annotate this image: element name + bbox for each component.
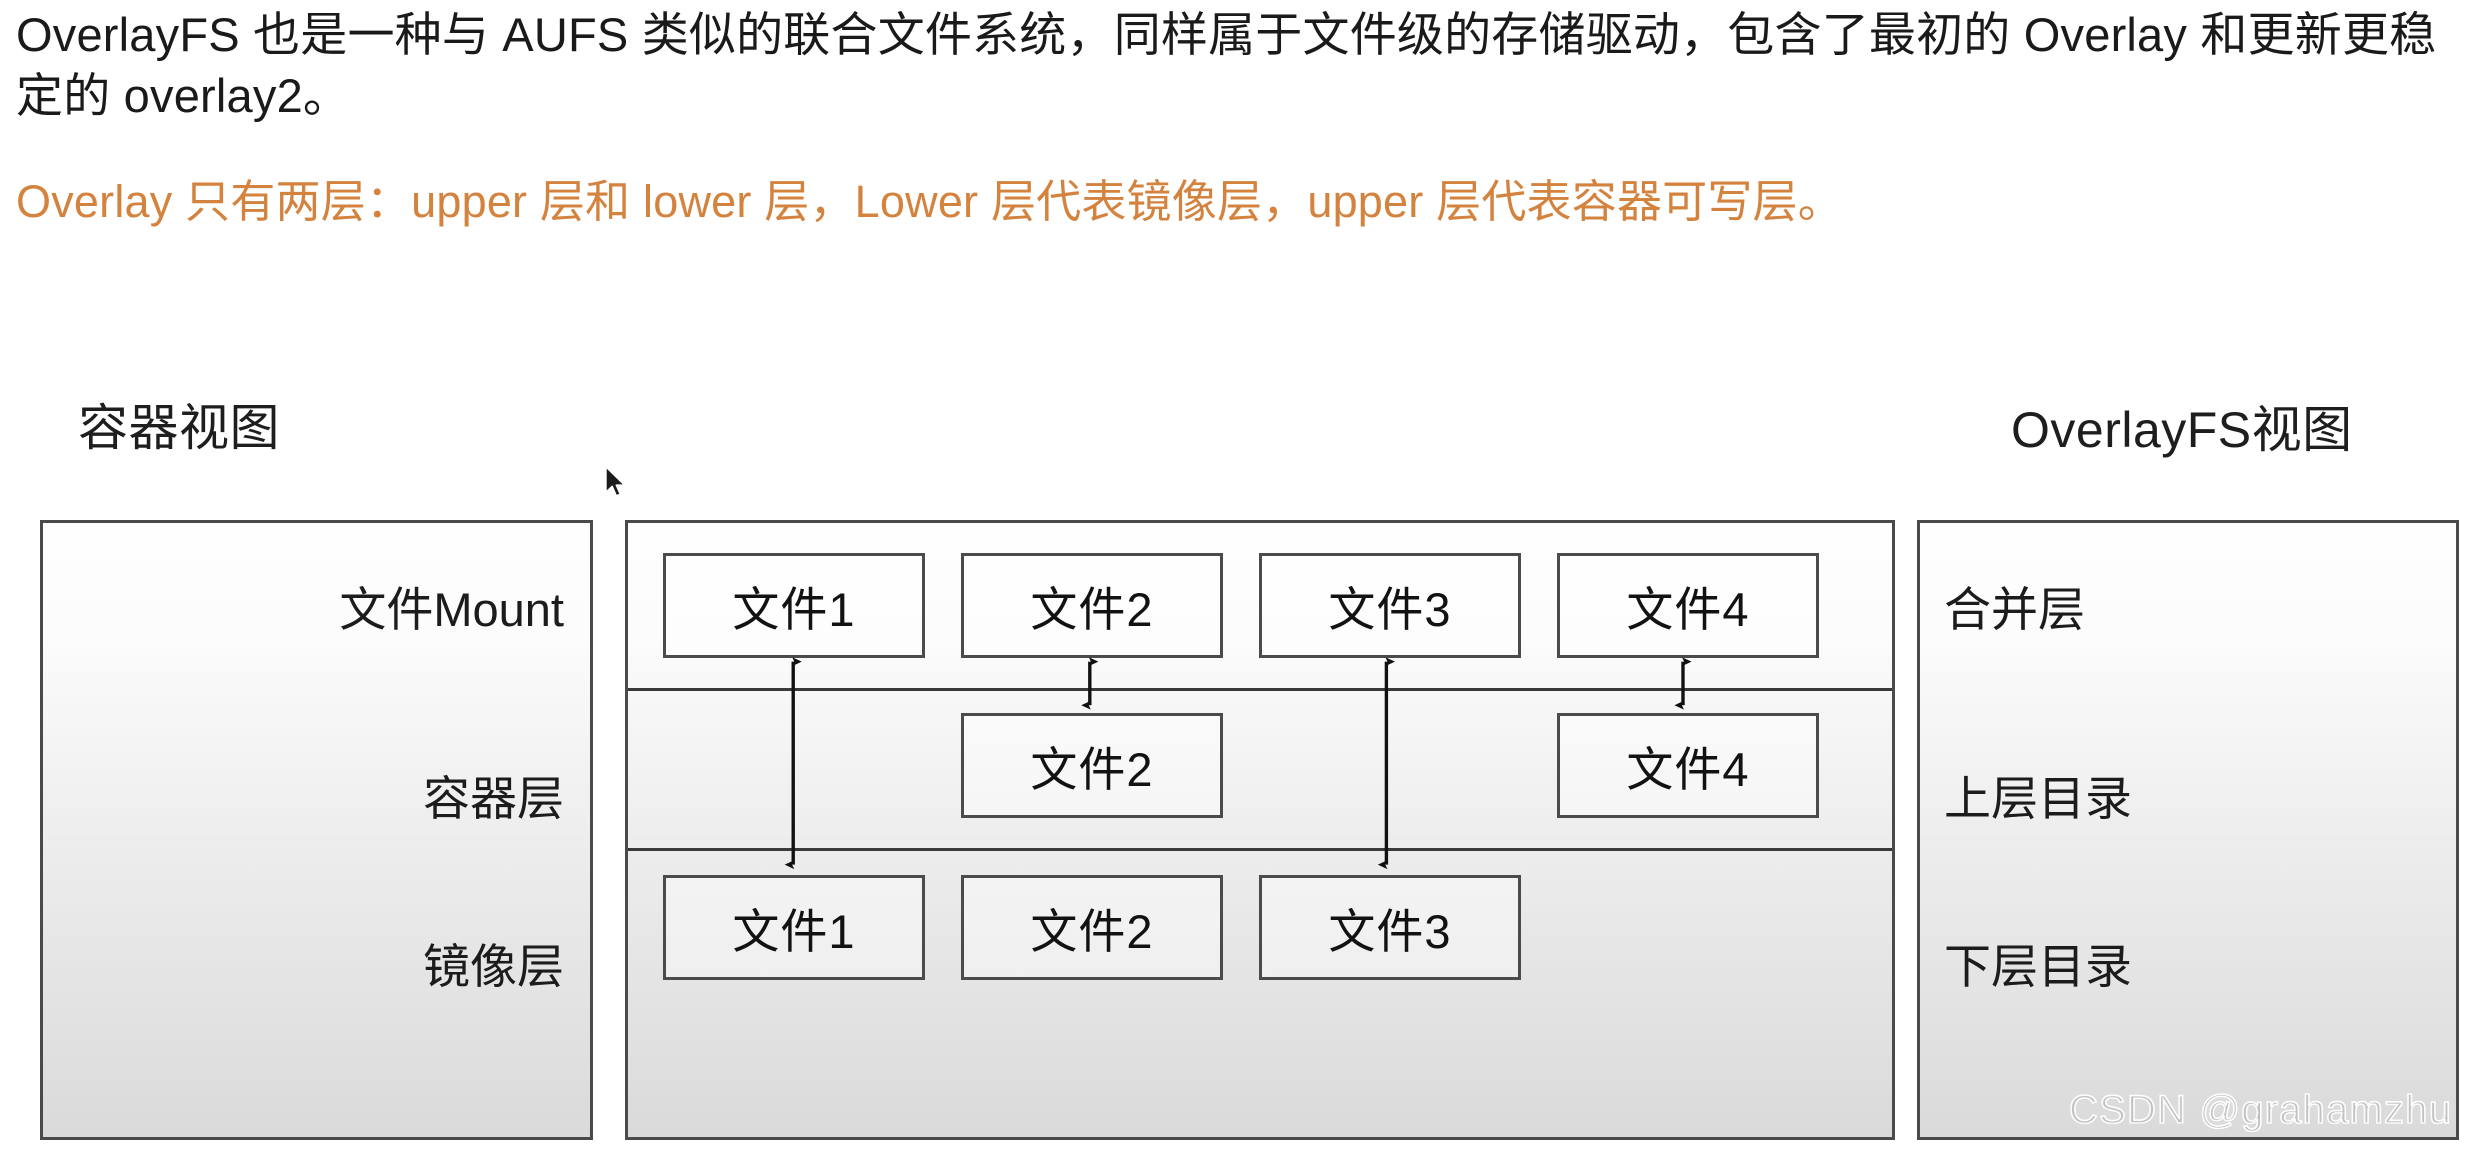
filebox-mount-file1[interactable]: 文件1	[663, 553, 925, 658]
left-row-label-mount: 文件Mount	[339, 583, 564, 636]
left-row-label-image: 镜像层	[423, 940, 564, 993]
article-text: OverlayFS 也是一种与 AUFS 类似的联合文件系统，同样属于文件级的存…	[16, 4, 2456, 232]
container-view-panel: 文件Mount 容器层 镜像层	[40, 520, 593, 1140]
csdn-watermark: CSDN @grahamzhu	[2068, 1087, 2453, 1133]
filebox-container-file2[interactable]: 文件2	[961, 713, 1223, 818]
filebox-container-file4[interactable]: 文件4	[1557, 713, 1819, 818]
filebox-image-file1[interactable]: 文件1	[663, 875, 925, 980]
left-row-label-container: 容器层	[423, 772, 564, 825]
filebox-mount-file3[interactable]: 文件3	[1259, 553, 1521, 658]
overlayfs-view-title: OverlayFS视图	[2011, 402, 2353, 458]
right-row-label-upper: 上层目录	[1944, 772, 2132, 825]
overlayfs-view-panel: 合并层 上层目录 下层目录	[1917, 520, 2459, 1140]
filebox-mount-file2[interactable]: 文件2	[961, 553, 1223, 658]
container-view-title: 容器视图	[78, 400, 280, 456]
divider-container-image	[628, 848, 1892, 851]
filebox-mount-file4[interactable]: 文件4	[1557, 553, 1819, 658]
paragraph-intro: OverlayFS 也是一种与 AUFS 类似的联合文件系统，同样属于文件级的存…	[16, 8, 2437, 123]
layers-panel: 文件1 文件2 文件3 文件4 文件2 文件4 文件1 文件2 文件3	[625, 520, 1895, 1140]
right-row-label-merged: 合并层	[1944, 583, 2085, 636]
paragraph-highlight: Overlay 只有两层：upper 层和 lower 层，Lower 层代表镜…	[16, 176, 1843, 228]
mouse-cursor-icon	[605, 466, 626, 497]
overlayfs-diagram: 容器视图 OverlayFS视图 文件Mount 容器层 镜像层 文件1 文件2…	[0, 380, 2480, 1154]
filebox-image-file2[interactable]: 文件2	[961, 875, 1223, 980]
divider-mount-container	[628, 688, 1892, 691]
right-row-label-lower: 下层目录	[1944, 940, 2132, 993]
filebox-image-file3[interactable]: 文件3	[1259, 875, 1521, 980]
